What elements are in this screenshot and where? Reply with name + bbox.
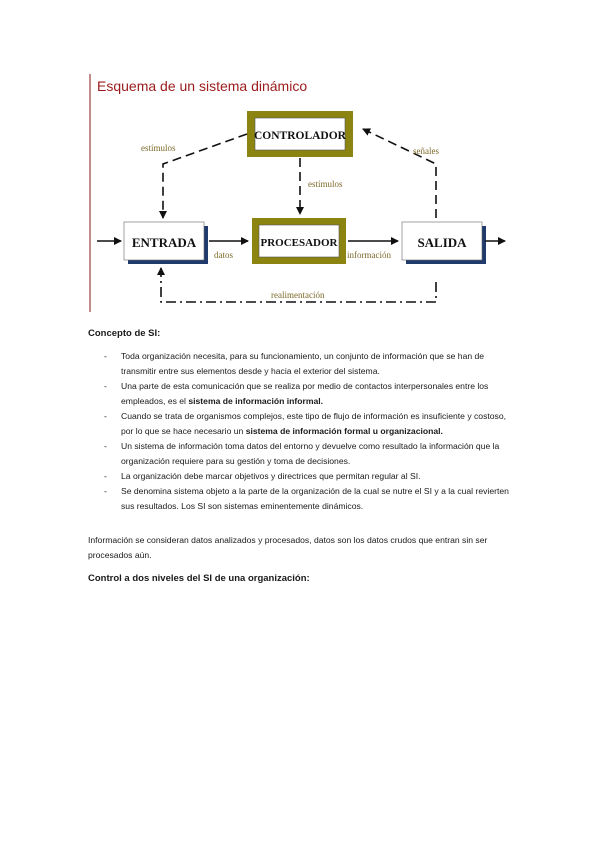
figure-side-rule: [89, 74, 91, 312]
bullet-dash: -: [104, 411, 107, 421]
bullet-item: - La organización debe marcar objetivos y…: [88, 469, 518, 484]
datos-label: datos: [214, 250, 233, 260]
concept-bullet-list: - Toda organización necesita, para su fun…: [88, 349, 518, 514]
bullet-item: - Se denomina sistema objeto a la parte d…: [88, 484, 518, 514]
bullet-text: La organización debe marcar objetivos y …: [121, 471, 421, 481]
bullet-item: - Un sistema de información toma datos de…: [88, 439, 518, 469]
figure-title: Esquema de un sistema dinámico: [97, 78, 308, 94]
bullet-emphasis: sistema de información informal.: [188, 396, 324, 406]
section-heading-control: Control a dos niveles del SI de una orga…: [88, 573, 310, 584]
bullet-item: - Una parte de esta comunicación que se r…: [88, 379, 518, 409]
estimulos-left-arrow: [159, 133, 248, 219]
entrada-box: ENTRADA: [123, 221, 208, 264]
bullet-item: - Toda organización necesita, para su fun…: [88, 349, 518, 379]
bullet-emphasis: sistema de información formal u organiza…: [245, 426, 443, 436]
section-heading-concepto: Concepto de SI:: [88, 328, 161, 339]
bullet-text: Toda organización necesita, para su func…: [121, 351, 485, 376]
estimulos-center-label: estímulos: [308, 179, 343, 189]
informacion-label: información: [347, 250, 391, 260]
info-paragraph: Información se consideran datos analizad…: [88, 535, 488, 560]
salida-label: SALIDA: [417, 235, 467, 250]
dashed-arrows: [159, 128, 437, 219]
entrada-label: ENTRADA: [132, 235, 197, 250]
bullet-item: - Cuando se trata de organismos complejos…: [88, 409, 518, 439]
bullet-dash: -: [104, 381, 107, 391]
bullet-dash: -: [104, 351, 107, 361]
bullet-text: Una parte de esta comunicación que se re…: [121, 381, 489, 406]
senales-label: señales: [413, 146, 439, 156]
salida-box: SALIDA: [401, 221, 486, 264]
controlador-label: CONTROLADOR: [254, 130, 347, 142]
procesador-label: PROCESADOR: [260, 237, 338, 249]
estimulos-left-label: estímulos: [141, 143, 176, 153]
realimentacion-label: realimentación: [271, 290, 325, 300]
bullet-dash: -: [104, 486, 107, 496]
controlador-box: CONTROLADOR: [247, 111, 353, 157]
bullet-dash: -: [104, 441, 107, 451]
bullet-text: Se denomina sistema objeto a la parte de…: [121, 486, 509, 511]
bullet-text: Cuando se trata de organismos complejos,…: [121, 411, 507, 436]
procesador-box: PROCESADOR: [252, 218, 346, 264]
feedback-arrow: [157, 267, 437, 303]
dynamic-system-diagram: CONTROLADOR PROCESADOR ENTRADA SALIDA: [97, 111, 506, 303]
senales-arrow: [362, 128, 437, 218]
bullet-dash: -: [104, 471, 107, 481]
bullet-text: Un sistema de información toma datos del…: [121, 441, 500, 466]
